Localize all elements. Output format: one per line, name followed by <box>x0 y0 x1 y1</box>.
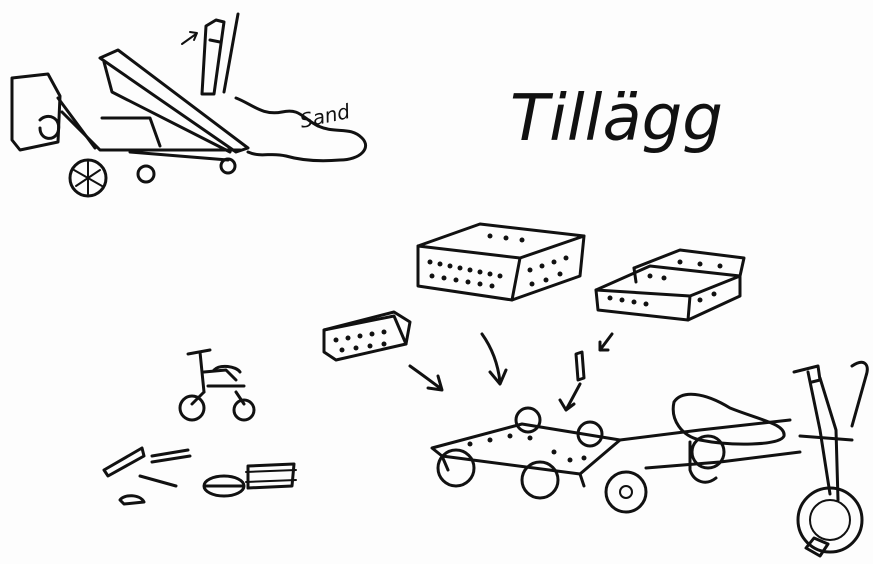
large-tray-part <box>418 224 584 300</box>
page-title: Tillägg <box>510 82 723 156</box>
sand-label: Sand <box>298 99 353 133</box>
small-brick-part <box>324 312 410 360</box>
small-tricycle-sketch <box>180 350 254 420</box>
tricycle-with-wagon <box>432 362 867 556</box>
sand-dumper-sketch <box>12 14 366 196</box>
loose-parts-sketch <box>104 448 296 504</box>
double-brick-part <box>596 250 744 320</box>
peg-part <box>576 352 584 380</box>
assembly-arrows <box>410 334 612 410</box>
